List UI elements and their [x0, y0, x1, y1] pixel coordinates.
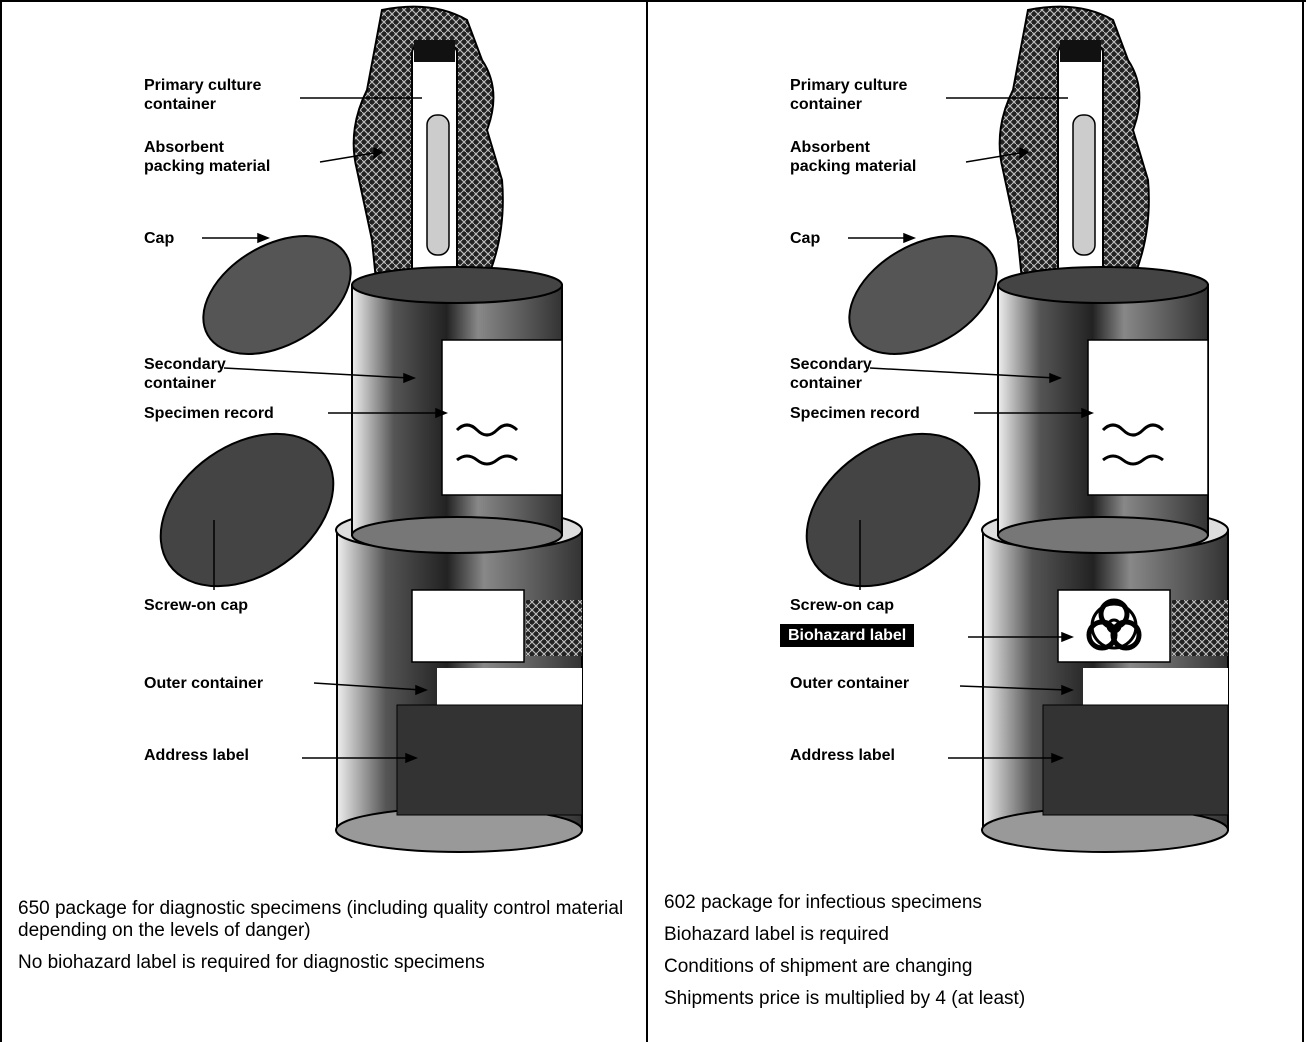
label-absorbent: Absorbent packing material	[144, 138, 270, 176]
label-specimen-record: Specimen record	[790, 404, 920, 423]
caption-line: 650 package for diagnostic specimens (in…	[18, 898, 638, 942]
caption-line: Biohazard label is required	[664, 924, 1284, 946]
label-specimen-record: Specimen record	[144, 404, 274, 423]
label-secondary: Secondary container	[790, 355, 872, 393]
label-outer-container: Outer container	[790, 674, 909, 693]
label-secondary: Secondary container	[144, 355, 226, 393]
label-primary-culture: Primary culture container	[144, 76, 261, 114]
label-biohazard: Biohazard label	[780, 624, 914, 647]
panel-infectious: Primary culture container Absorbent pack…	[648, 0, 1292, 1042]
caption-line: Conditions of shipment are changing	[664, 956, 1284, 978]
screw-cap-shape	[132, 402, 362, 617]
label-cap: Cap	[144, 229, 174, 248]
caption-line: Shipments price is multiplied by 4 (at l…	[664, 988, 1284, 1010]
package-illustration-diagnostic	[2, 0, 646, 880]
caption-line: 602 package for infectious specimens	[664, 892, 1284, 914]
table-border-right	[1302, 0, 1304, 1042]
caption-diagnostic: 650 package for diagnostic specimens (in…	[18, 898, 638, 984]
label-address: Address label	[144, 746, 249, 765]
panel-diagnostic: Primary culture container Absorbent pack…	[2, 0, 646, 1042]
label-absorbent: Absorbent packing material	[790, 138, 916, 176]
caption-infectious: 602 package for infectious specimens Bio…	[664, 892, 1284, 1020]
label-screw-cap: Screw-on cap	[144, 596, 248, 615]
label-address: Address label	[790, 746, 895, 765]
cap-shape	[183, 212, 372, 379]
label-primary-culture: Primary culture container	[790, 76, 907, 114]
caption-line: No biohazard label is required for diagn…	[18, 952, 638, 974]
package-illustration-infectious	[648, 0, 1292, 880]
cap-shape	[829, 212, 1018, 379]
screw-cap-shape	[778, 402, 1008, 617]
label-cap: Cap	[790, 229, 820, 248]
label-outer-container: Outer container	[144, 674, 263, 693]
label-screw-cap: Screw-on cap	[790, 596, 894, 615]
